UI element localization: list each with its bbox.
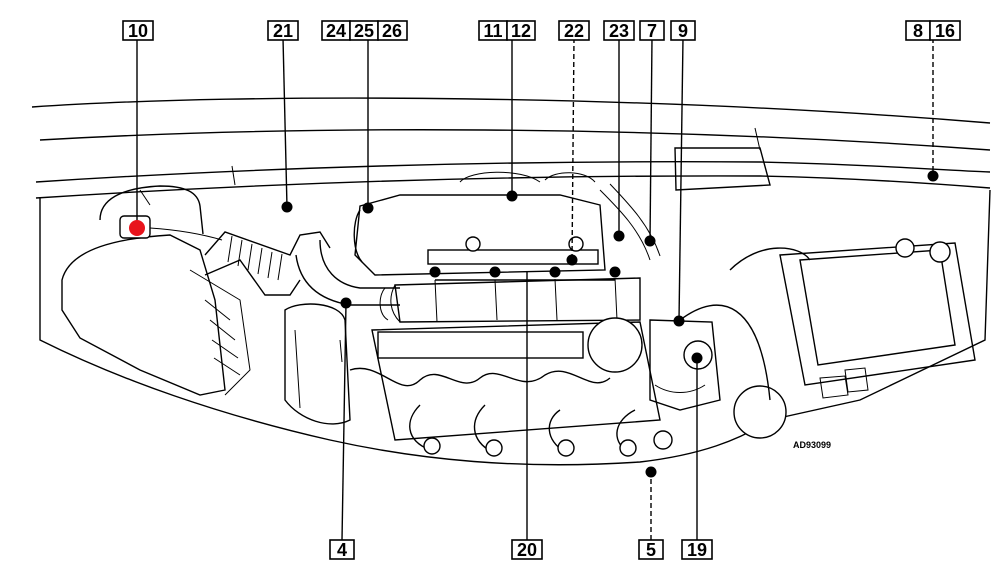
svg-text:5: 5 [646,540,656,560]
marker-dot-23 [613,230,625,242]
svg-text:20: 20 [517,540,537,560]
callout-26: 26 [377,20,408,41]
highlight-marker-10 [129,220,145,236]
svg-text:9: 9 [678,21,688,41]
svg-text:4: 4 [337,540,347,560]
svg-text:22: 22 [564,21,584,41]
marker-dot-20b [489,266,501,278]
svg-text:12: 12 [511,21,531,41]
svg-text:26: 26 [382,21,402,41]
svg-text:16: 16 [935,21,955,41]
marker-dot-5 [645,466,657,478]
svg-text:8: 8 [913,21,923,41]
marker-dots [129,170,939,478]
callout-25: 25 [349,20,379,41]
image-code: AD93099 [793,440,831,450]
engine-bay-artwork [31,97,991,466]
callout-16: 16 [929,20,961,41]
svg-text:24: 24 [326,21,346,41]
svg-text:23: 23 [609,21,629,41]
marker-dot-11 [506,190,518,202]
callout-8: 8 [905,20,931,41]
callout-22: 22 [558,20,590,41]
callout-24: 24 [321,20,351,41]
svg-text:7: 7 [647,21,657,41]
marker-dot-19 [691,352,703,364]
svg-text:25: 25 [354,21,374,41]
marker-dot-20a [429,266,441,278]
marker-dot-22 [566,254,578,266]
callout-9: 9 [670,20,696,41]
callout-5: 5 [638,539,664,560]
svg-text:19: 19 [687,540,707,560]
callout-10: 10 [122,20,154,41]
marker-dot-7 [644,235,656,247]
callout-4: 4 [329,539,355,560]
callout-21: 21 [267,20,299,41]
marker-dot-21 [281,201,293,213]
callout-11: 11 [478,20,508,41]
svg-text:10: 10 [128,21,148,41]
callout-7: 7 [639,20,665,41]
marker-dot-20d [609,266,621,278]
marker-dot-9 [673,315,685,327]
marker-dot-24 [362,202,374,214]
callout-12: 12 [506,20,536,41]
svg-text:11: 11 [483,21,502,41]
marker-dot-4 [340,297,352,309]
marker-dot-8 [927,170,939,182]
leader-lines [136,37,934,541]
callout-20: 20 [511,539,543,560]
callout-19: 19 [681,539,713,560]
svg-text:21: 21 [273,21,293,41]
marker-dot-20c [549,266,561,278]
callout-23: 23 [603,20,635,41]
